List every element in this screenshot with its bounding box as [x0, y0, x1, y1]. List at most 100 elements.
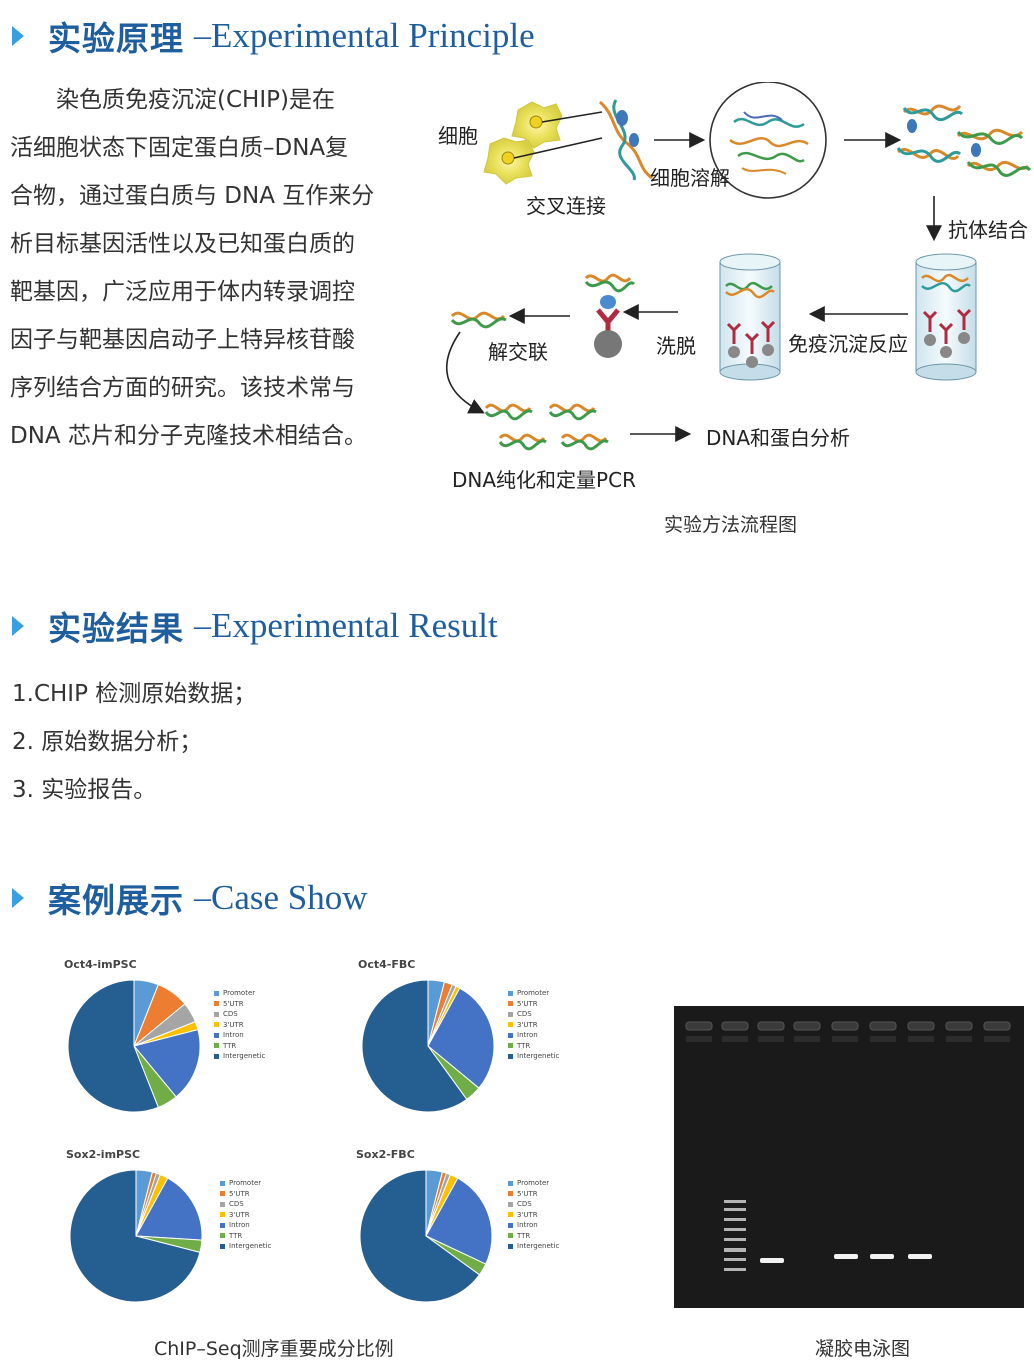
antibody-bead-icon — [584, 273, 636, 358]
paragraph-line: 析目标基因活性以及已知蛋白质的 — [10, 231, 355, 257]
legend-item: Intergenetic — [220, 1241, 271, 1252]
legend-swatch — [214, 1011, 219, 1017]
legend-item: CDS — [220, 1199, 271, 1210]
legend-item: 3'UTR — [220, 1210, 271, 1221]
pie-chart-block: Oct4-FBC Promoter 5'UTR CDS 3'UTR Intron… — [358, 958, 658, 1148]
flowchart-caption: 实验方法流程图 — [664, 514, 798, 536]
legend-item: Intergenetic — [214, 1051, 265, 1062]
lysis-circle — [709, 82, 827, 199]
legend-swatch — [220, 1212, 225, 1218]
chip-flowchart: 细胞 交叉连接 细胞溶解 抗体结合 免疫沉淀反应 洗脱 解交联 DNA纯化和定量… — [438, 82, 1034, 502]
label-crosslink: 交叉连接 — [526, 194, 606, 218]
purified-dna-icon — [484, 403, 609, 451]
legend-swatch — [508, 1043, 513, 1049]
paragraph-line: 靶基因，广泛应用于体内转录调控 — [10, 279, 355, 305]
legend-swatch — [214, 1032, 219, 1038]
paragraph-line: 活细胞状态下固定蛋白质–DNA复 — [10, 135, 349, 161]
pie-chart-block: Sox2-imPSC Promoter 5'UTR CDS 3'UTR Intr… — [66, 1148, 366, 1338]
legend-item: TTR — [508, 1041, 559, 1052]
legend-swatch — [508, 1180, 513, 1186]
legend-swatch — [508, 1011, 513, 1017]
legend-label: Promoter — [229, 1179, 262, 1187]
legend-item: 3'UTR — [214, 1020, 265, 1031]
pie-chart — [67, 979, 201, 1113]
legend-swatch — [220, 1191, 225, 1197]
legend-swatch — [214, 1001, 219, 1007]
cell-shapes — [483, 101, 603, 185]
heading-zh: 实验原理 — [48, 19, 184, 58]
dna-helix-icon — [598, 99, 653, 181]
legend-label: Intron — [517, 1221, 538, 1229]
legend-label: Intergenetic — [229, 1242, 272, 1250]
legend-swatch — [214, 1022, 219, 1028]
legend-item: TTR — [508, 1231, 559, 1242]
label-analysis: DNA和蛋白分析 — [706, 426, 851, 450]
released-dna-icon — [450, 311, 507, 329]
legend-swatch — [508, 1212, 513, 1218]
gel-graphic — [674, 1006, 1024, 1308]
legend-label: 3'UTR — [517, 1210, 538, 1219]
legend-label: TTR — [229, 1231, 243, 1240]
legend-label: Intron — [517, 1031, 538, 1039]
label-lysis: 细胞溶解 — [650, 166, 730, 190]
pie-chart — [359, 1169, 493, 1303]
legend-label: Promoter — [517, 1179, 550, 1187]
pie-caption: ChIP–Seq测序重要成分比例 — [154, 1338, 394, 1360]
ip-tube-middle — [719, 253, 781, 381]
pie-slice-intergenetic — [67, 979, 159, 1113]
legend-swatch — [220, 1222, 225, 1228]
legend-label: 3'UTR — [229, 1210, 250, 1219]
pie-chart-block: Sox2-FBC Promoter 5'UTR CDS 3'UTR Intron… — [356, 1148, 656, 1338]
pie-slice-intron — [427, 987, 495, 1089]
legend-swatch — [508, 990, 513, 996]
label-decrosslink: 解交联 — [488, 340, 548, 364]
pie-slice-intergenetic — [359, 1169, 481, 1303]
pie-title: Sox2-FBC — [356, 1148, 415, 1161]
section-heading-principle: 实验原理 – Experimental Principle — [12, 14, 535, 58]
legend-swatch — [214, 990, 219, 996]
legend-swatch — [508, 1233, 513, 1239]
legend-label: 3'UTR — [223, 1020, 244, 1029]
pie-slice-intron — [133, 1028, 201, 1098]
heading-en: Experimental Result — [211, 606, 498, 645]
label-cell: 细胞 — [438, 124, 478, 148]
triangle-bullet-icon — [12, 888, 24, 908]
legend-swatch — [220, 1243, 225, 1249]
paragraph-line: 因子与靶基因启动子上特异核苷酸 — [10, 327, 355, 353]
legend-label: Intergenetic — [223, 1052, 266, 1060]
legend-label: Promoter — [517, 989, 550, 997]
pie-slice-intron — [425, 1177, 493, 1265]
paragraph-line: 合物，通过蛋白质与 DNA 互作来分 — [10, 183, 375, 209]
heading-zh: 实验结果 — [48, 609, 184, 648]
legend-swatch — [508, 1001, 513, 1007]
pie-legend: Promoter 5'UTR CDS 3'UTR Intron TTR Inte… — [508, 1178, 559, 1252]
section-heading-case: 案例展示 – Case Show — [12, 876, 368, 920]
pie-title: Sox2-imPSC — [66, 1148, 141, 1161]
paragraph-line: DNA 芯片和分子克隆技术相结合。 — [10, 423, 367, 449]
pie-slice-intergenetic — [361, 979, 468, 1113]
heading-zh: 案例展示 — [48, 881, 184, 920]
ip-tube-right — [915, 253, 977, 381]
heading-dash: – — [194, 607, 211, 644]
legend-item: Promoter — [220, 1178, 271, 1189]
triangle-bullet-icon — [12, 616, 24, 636]
legend-item: CDS — [214, 1009, 265, 1020]
legend-label: CDS — [517, 1200, 532, 1208]
legend-label: CDS — [517, 1010, 532, 1018]
pie-slice-intron — [135, 1177, 203, 1241]
legend-item: Intergenetic — [508, 1051, 559, 1062]
label-elute: 洗脱 — [656, 334, 696, 358]
legend-item: Intron — [508, 1220, 559, 1231]
legend-label: TTR — [517, 1231, 531, 1240]
legend-label: Intron — [223, 1031, 244, 1039]
legend-item: Promoter — [508, 988, 559, 999]
triangle-bullet-icon — [12, 26, 24, 46]
legend-swatch — [220, 1180, 225, 1186]
legend-label: 5'UTR — [517, 999, 538, 1008]
legend-label: 3'UTR — [517, 1020, 538, 1029]
gel-electrophoresis-image — [674, 1006, 1024, 1308]
legend-item: 5'UTR — [214, 999, 265, 1010]
dna-fragments-icon — [896, 104, 1032, 177]
legend-label: TTR — [517, 1041, 531, 1050]
legend-swatch — [508, 1191, 513, 1197]
